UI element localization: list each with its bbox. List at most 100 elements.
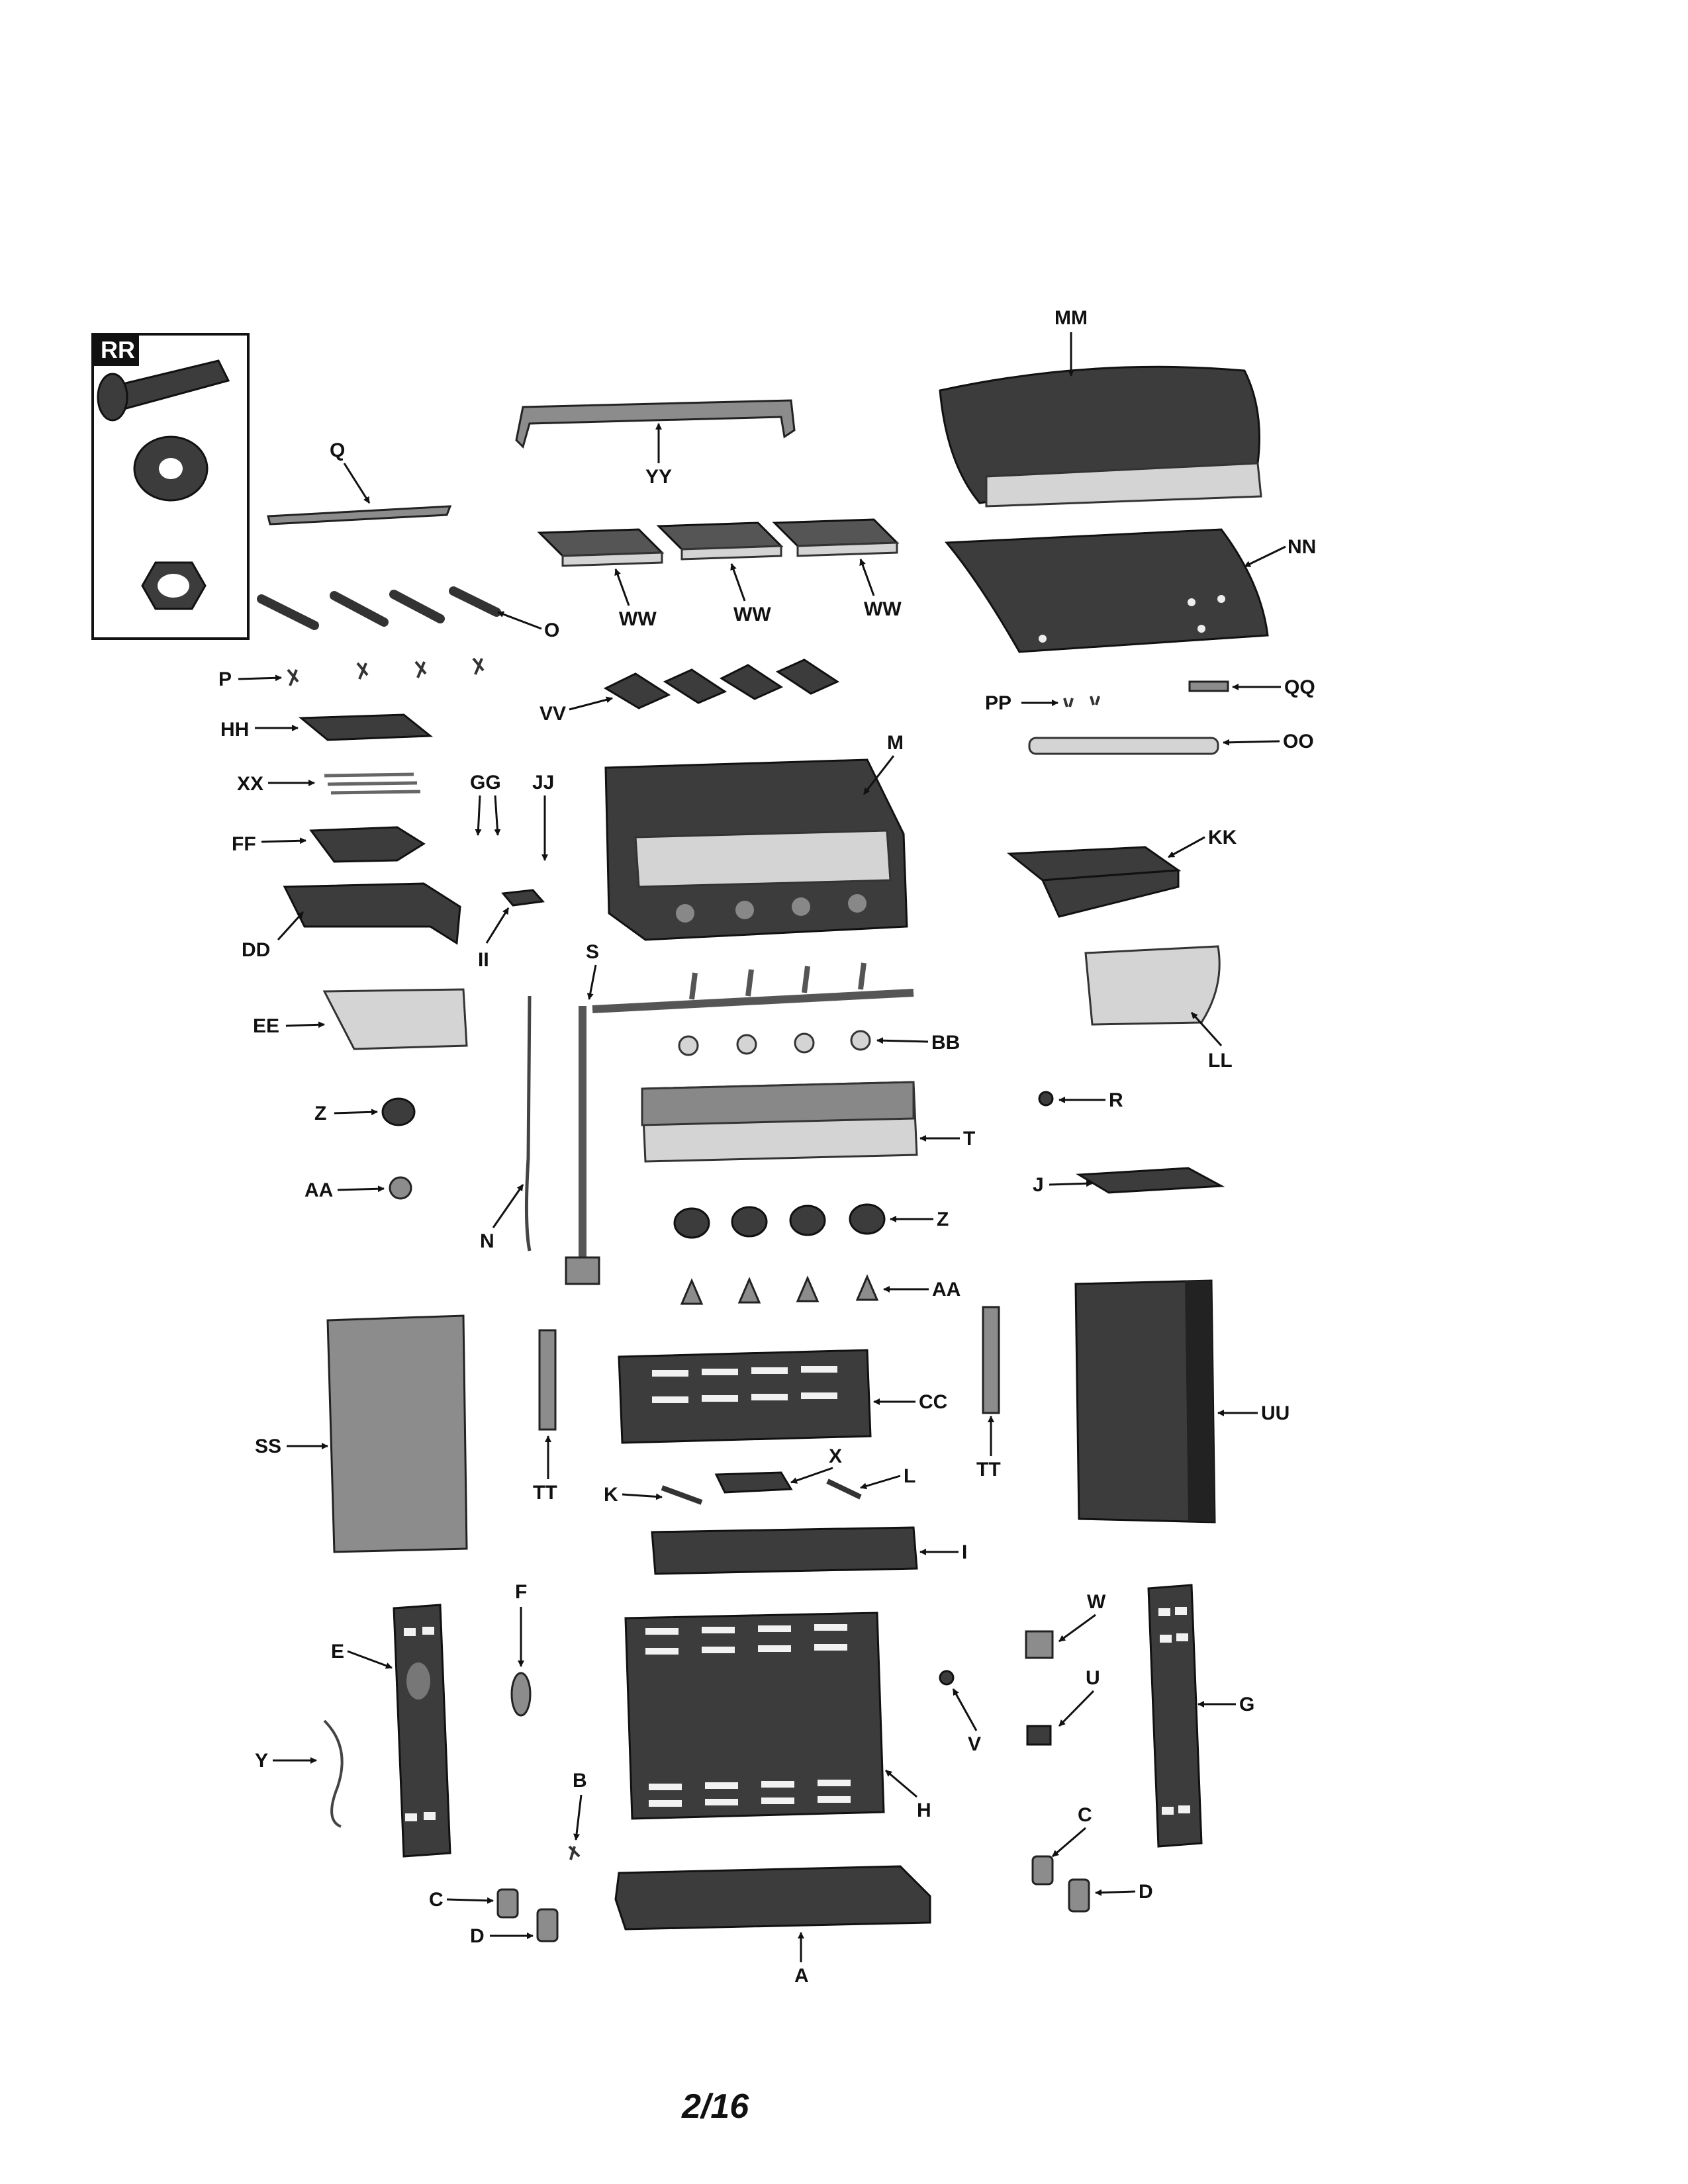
valves [689,962,867,1000]
part-xx-shape [324,772,421,795]
part-cc: CC [618,1349,947,1444]
part-y: Y [255,1719,344,1828]
part-kk: KK [1006,827,1237,918]
burner-4 [449,586,501,617]
part-h-shape [624,1612,885,1820]
inset-label: RR [101,336,135,363]
callout-tt-left: TT [533,1482,557,1504]
callout-k: K [604,1484,618,1506]
burner-3 [389,590,445,623]
part-hh-shape [298,713,434,741]
heat-plate-4 [775,659,840,695]
callout-xx: XX [237,773,263,795]
part-z-center: Z [673,1203,949,1239]
part-vv: VV [539,659,840,725]
part-uu: UU [1074,1279,1289,1524]
part-ss-shape [326,1314,468,1553]
part-ww-grates: WW WW WW [537,518,902,630]
caster-d-left [536,1908,559,1942]
ww-grate-3 [772,518,900,557]
part-b: B [568,1770,587,1860]
callout-ww-1: WW [619,608,657,630]
callout-ww-2: WW [733,604,771,625]
part-k-shape [661,1485,703,1505]
callout-c-left: C [429,1889,444,1911]
washer-part [133,435,209,502]
part-jj: JJ [532,772,554,861]
callout-p: P [218,668,232,690]
part-j: J [1033,1167,1225,1196]
part-q-shape [267,505,452,525]
callout-r: R [1109,1089,1123,1111]
part-g-shape [1147,1584,1203,1848]
part-c-left: C [429,1888,519,1919]
page-number: 2/16 [681,2087,749,2126]
hex-nut-part [141,561,207,610]
callout-e: E [331,1641,344,1662]
part-d-left: D [470,1908,559,1947]
part-yy-shape [515,399,796,449]
callout-ss: SS [255,1435,281,1457]
heat-plate-3 [719,664,784,700]
part-y-shape [323,1719,344,1828]
part-tt-right: TT [976,1306,1001,1480]
part-q: Q [267,439,452,525]
callout-ii: II [478,949,489,971]
callout-x: X [829,1445,842,1467]
callout-aa-center: AA [932,1279,961,1300]
callout-aa-left: AA [305,1179,333,1201]
part-w: W [1025,1591,1106,1659]
part-k: K [604,1484,703,1506]
firebox-front [634,829,892,888]
callout-ll: LL [1208,1050,1233,1071]
part-r: R [1038,1089,1123,1111]
callout-qq: QQ [1284,676,1315,698]
callout-z-center: Z [937,1208,949,1230]
part-ss: SS [255,1314,468,1553]
callout-w: W [1087,1591,1106,1613]
callout-vv: VV [539,703,566,725]
part-n: N [480,995,532,1252]
part-v: V [939,1670,981,1755]
callout-z-left: Z [314,1103,326,1124]
part-ii-shape [501,889,545,907]
callout-i: I [962,1541,967,1563]
callout-l: L [904,1465,915,1487]
heat-plate-1 [603,672,671,709]
callout-h: H [917,1799,931,1821]
callout-n: N [480,1230,494,1252]
callout-f: F [515,1581,527,1603]
part-m-firebox: M [604,732,908,941]
caster-d-right [1068,1878,1090,1913]
part-oo: OO [1028,731,1314,755]
part-l: L [826,1465,915,1500]
part-f: F [510,1581,532,1717]
part-nn: NN [944,528,1316,653]
callout-ff: FF [232,833,256,855]
clip-1 [287,668,299,686]
part-b-shape [568,1845,581,1860]
part-x-shape [714,1471,793,1494]
callout-b: B [573,1770,587,1792]
part-ii: II [478,889,545,971]
part-qq: QQ [1188,676,1315,698]
part-yy: YY [515,399,796,488]
part-ll-shape [1084,945,1221,1026]
part-z-left: Z [314,1097,416,1126]
part-r-shape [1038,1091,1054,1107]
part-nn-shape [944,528,1269,653]
part-pp: PP [985,692,1100,714]
part-e-shape [393,1604,451,1858]
part-dd: DD [242,882,461,961]
part-e: E [331,1604,451,1858]
caster-c-right [1031,1855,1054,1886]
callout-a: A [794,1965,809,1987]
callout-s: S [586,941,599,963]
callout-m: M [887,732,904,754]
callout-uu: UU [1261,1402,1289,1424]
part-n-shape [524,995,532,1251]
callout-q: Q [330,439,345,461]
part-qq-shape [1188,680,1229,692]
regulator [565,1256,600,1285]
